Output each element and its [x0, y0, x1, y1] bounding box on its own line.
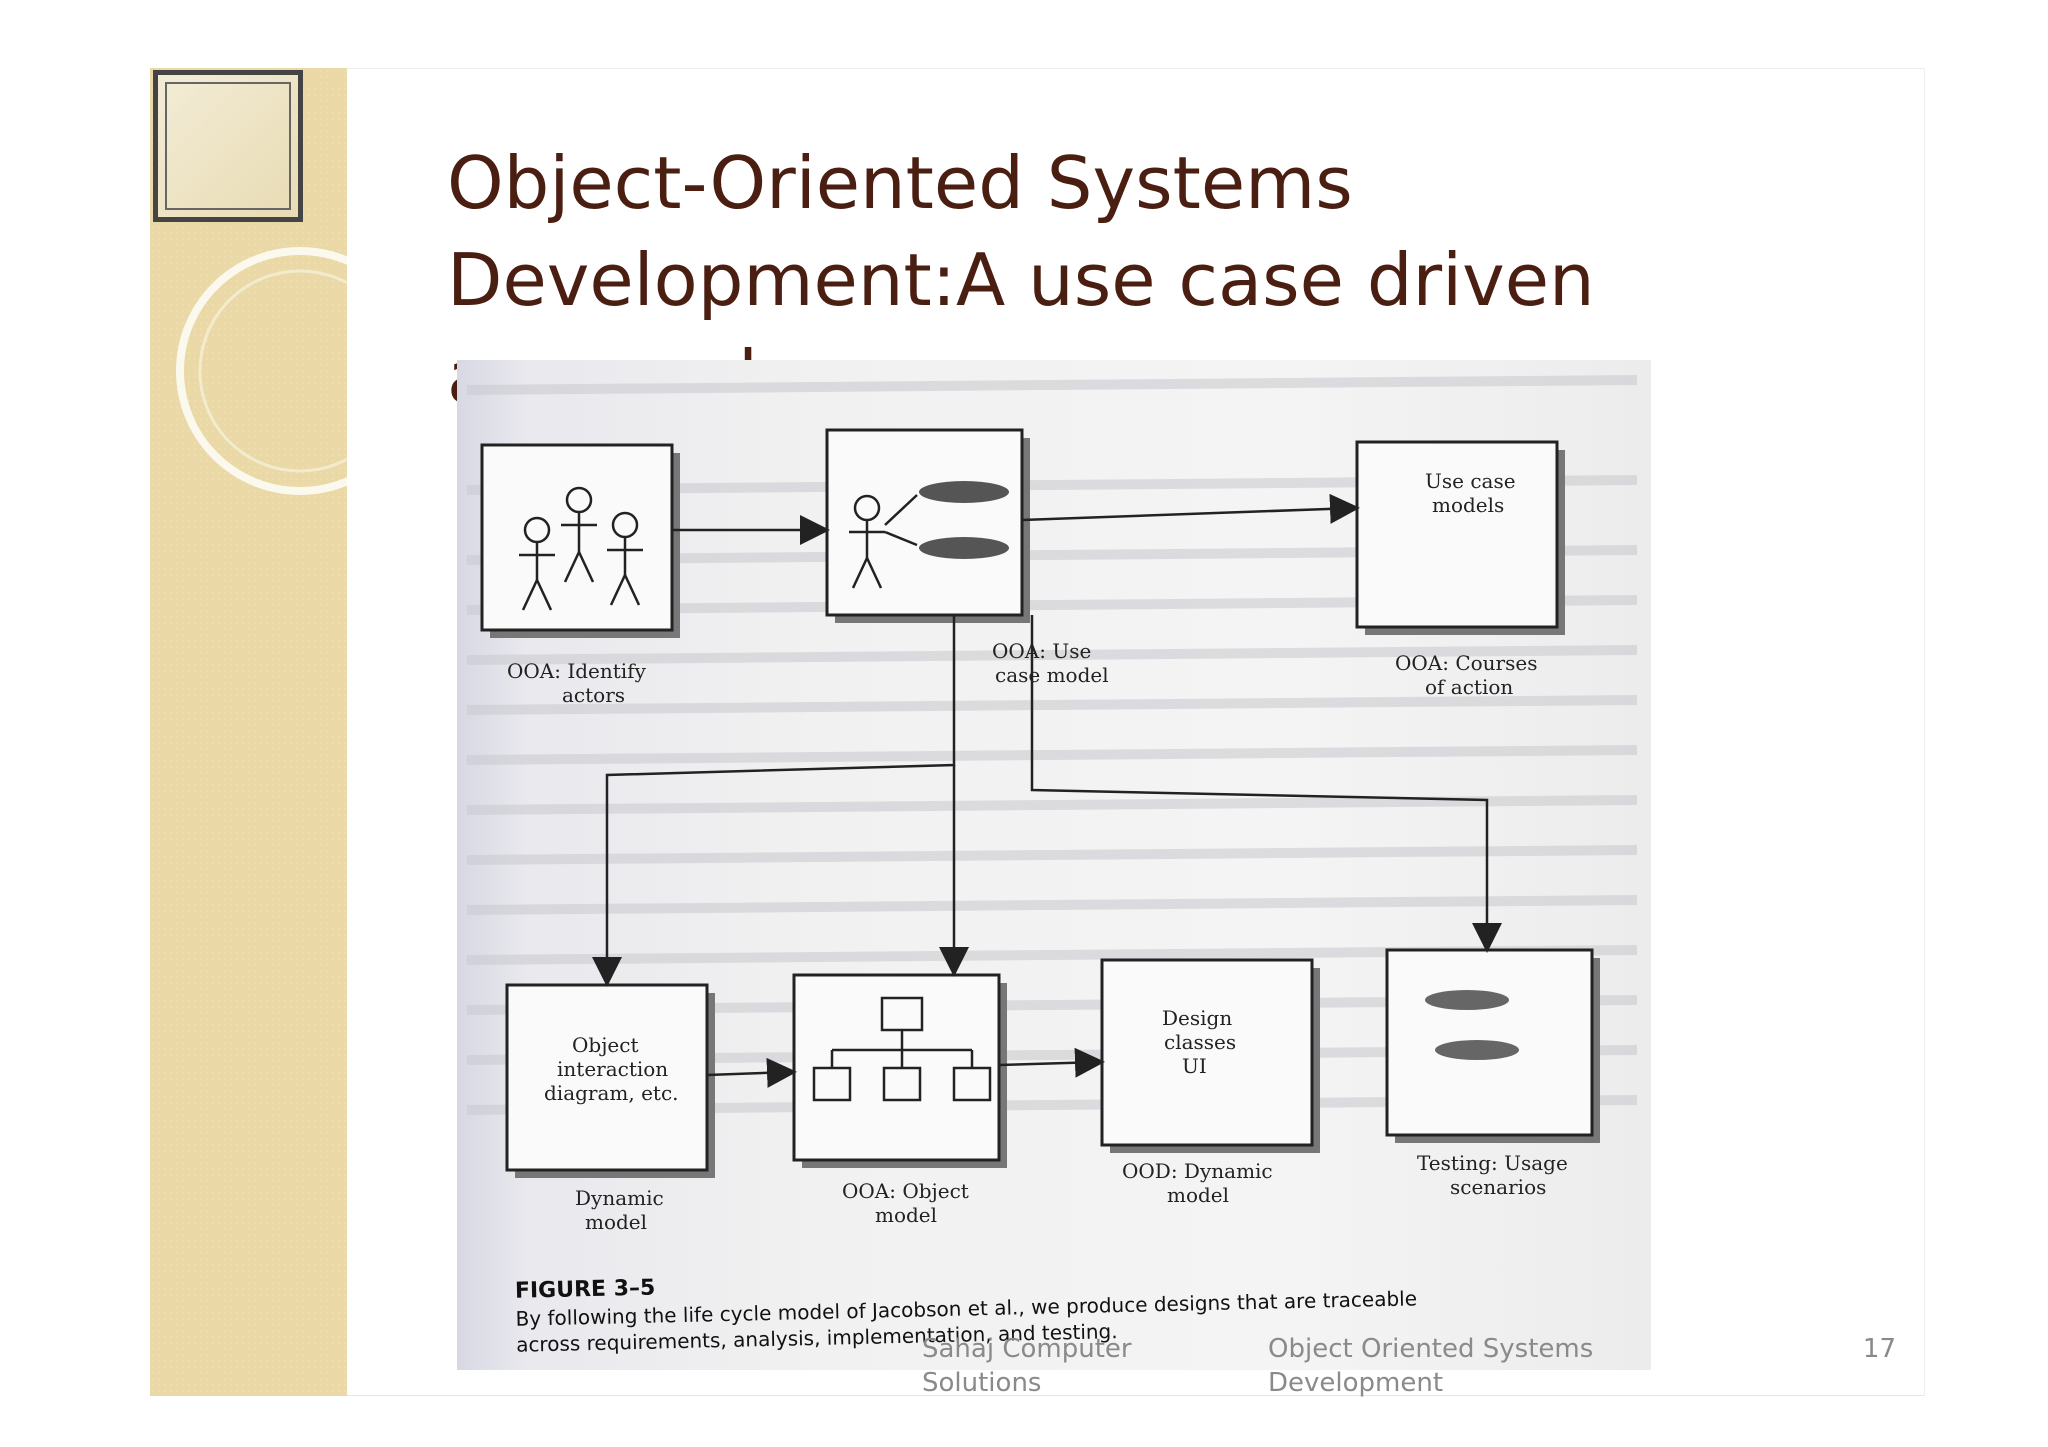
svg-text:model: model — [875, 1203, 937, 1227]
svg-text:models: models — [1432, 493, 1504, 517]
use-case-ellipse — [919, 537, 1009, 559]
actor-icon-group — [519, 486, 643, 611]
flow-arrows — [592, 493, 1502, 1088]
box-testing: Testing: Usage scenarios — [1385, 948, 1600, 1199]
footer-course: Object Oriented Systems Development — [1268, 1334, 1594, 1398]
class-diagram-icon — [812, 996, 992, 1102]
svg-text:scenarios: scenarios — [1450, 1175, 1546, 1199]
svg-text:diagram, etc.: diagram, etc. — [544, 1081, 679, 1105]
svg-text:model: model — [1167, 1183, 1229, 1207]
box-caption: Testing: Usage — [1417, 1151, 1568, 1175]
box-design-classes: Design classes UI OOD: Dynamic model — [1100, 958, 1320, 1207]
decorative-circles — [176, 247, 347, 495]
svg-text:interaction: interaction — [557, 1057, 668, 1081]
use-case-ellipse — [1435, 1040, 1519, 1060]
decorative-square — [153, 70, 303, 222]
page-number: 17 — [1862, 1334, 1896, 1364]
svg-text:actors: actors — [562, 683, 625, 707]
box-object-model: OOA: Object model — [792, 973, 1007, 1227]
footer-author: Sahaj Computer Solutions — [922, 1334, 1132, 1398]
svg-text:of action: of action — [1425, 675, 1513, 699]
box-label: Design — [1162, 1006, 1232, 1030]
actor-icon — [849, 494, 918, 589]
box-use-case-model: OOA: Use case model — [825, 428, 1109, 687]
box-caption: OOA: Courses — [1395, 651, 1537, 675]
box-caption: OOA: Object — [842, 1179, 969, 1203]
box-caption: Dynamic — [575, 1186, 664, 1210]
svg-text:case model: case model — [995, 663, 1109, 687]
box-use-case-models: Use case models OOA: Courses of action — [1355, 440, 1565, 699]
svg-text:classes: classes — [1164, 1030, 1236, 1054]
decorative-sidebar — [150, 68, 347, 1396]
box-caption: OOA: Use — [992, 639, 1091, 663]
slide-title: Object-Oriented Systems Development:A us… — [447, 141, 1595, 419]
box-caption: OOD: Dynamic — [1122, 1159, 1273, 1183]
svg-text:UI: UI — [1182, 1054, 1207, 1078]
box-identify-actors: OOA: Identify actors — [480, 443, 680, 707]
box-caption: OOA: Identify — [507, 659, 647, 683]
box-label: Use case — [1425, 469, 1516, 493]
use-case-ellipse — [1425, 990, 1509, 1010]
figure-image: OOA: Identify actors OOA: Use case model — [457, 360, 1651, 1370]
slide-frame — [347, 68, 1925, 1396]
box-object-interaction: Object interaction diagram, etc. Dynamic… — [505, 983, 715, 1234]
box-label: Object — [572, 1033, 638, 1057]
svg-text:model: model — [585, 1210, 647, 1234]
figure-caption-heading: FIGURE 3–5 — [515, 1276, 656, 1304]
use-case-ellipse — [919, 481, 1009, 503]
